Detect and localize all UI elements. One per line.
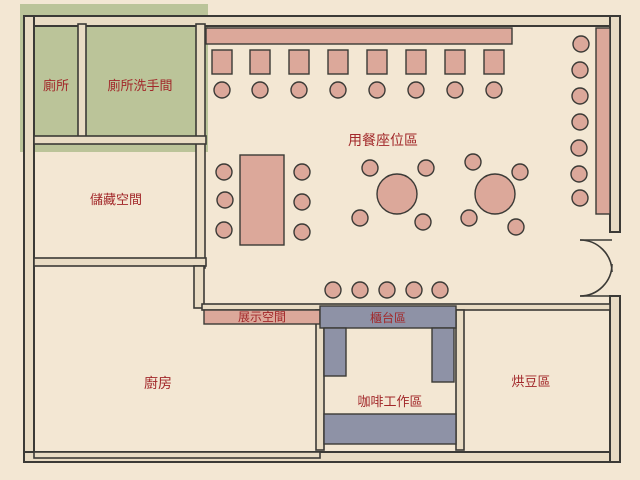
label-coffee-station: 咖啡工作區 — [357, 395, 422, 410]
counter-fixtures — [319, 305, 457, 445]
label-counter: 櫃台區 — [370, 310, 406, 325]
label-dining: 用餐座位區 — [348, 133, 418, 149]
label-kitchen: 廚房 — [144, 375, 172, 392]
label-storage: 儲藏空間 — [90, 193, 142, 208]
front-counter — [319, 305, 457, 329]
top-bench — [205, 27, 513, 45]
restroom-highlight — [20, 4, 208, 152]
round-table-2 — [474, 173, 516, 215]
right-bench — [595, 27, 611, 215]
label-restroom: 廁所 — [43, 78, 69, 94]
round-table-1 — [376, 173, 418, 215]
outer-walls — [23, 15, 621, 463]
back-counter — [323, 413, 457, 445]
room-labels: 廁所 廁所洗手間 儲藏空間 用餐座位區 廚房 展示空間 櫃台區 咖啡工作區 烘豆… — [43, 78, 551, 410]
long-table — [239, 154, 285, 246]
label-display: 展示空間 — [238, 310, 286, 324]
entrance-door — [579, 239, 613, 297]
label-restroom-washroom: 廁所洗手間 — [107, 78, 172, 94]
label-roasting: 烘豆區 — [511, 375, 550, 390]
dining-furniture — [203, 27, 611, 325]
